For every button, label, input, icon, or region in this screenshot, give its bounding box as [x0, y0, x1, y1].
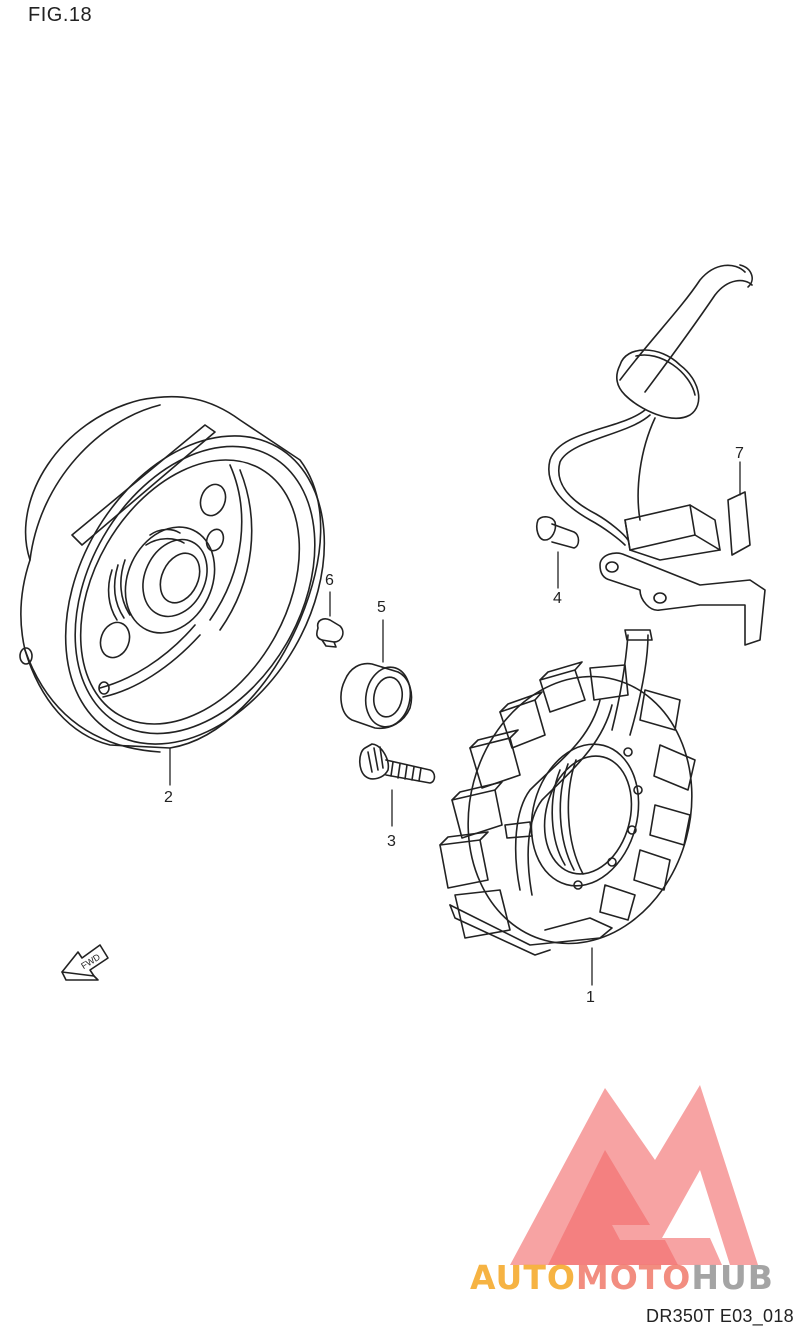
stator-bolt — [358, 743, 436, 827]
pickup-screw — [536, 516, 580, 589]
fwd-direction-arrow[interactable]: FWD — [61, 944, 109, 981]
pickup-coil-harness — [548, 264, 766, 736]
woodruff-key — [316, 591, 344, 648]
brand-part-auto: AUTO — [470, 1258, 576, 1297]
stator-assembly — [439, 661, 696, 986]
callout-2[interactable]: 2 — [164, 789, 173, 806]
callout-7[interactable]: 7 — [735, 445, 744, 462]
callout-4[interactable]: 4 — [553, 590, 562, 607]
figure-code: DR350T E03_018 — [646, 1306, 794, 1326]
callout-6[interactable]: 6 — [325, 572, 334, 589]
automotohub-logo-icon — [510, 1085, 758, 1265]
spacer-collar — [340, 619, 413, 730]
callout-1[interactable]: 1 — [586, 989, 595, 1006]
callout-5[interactable]: 5 — [377, 599, 386, 616]
callout-3[interactable]: 3 — [387, 833, 396, 850]
flywheel-rotor — [19, 395, 326, 786]
brand-part-hub: HUB — [691, 1258, 774, 1297]
brand-part-moto: MOTO — [575, 1258, 692, 1297]
figure-title: FIG.18 — [28, 4, 93, 26]
watermark-brand: AUTOMOTOHUB — [470, 1258, 774, 1297]
